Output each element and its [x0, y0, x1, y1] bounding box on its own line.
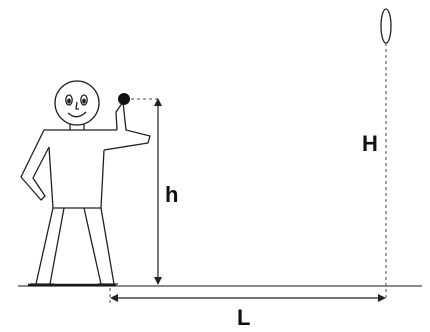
ball [118, 93, 130, 105]
person-head [54, 80, 100, 126]
h-label: h [165, 182, 178, 207]
person-figure [20, 80, 151, 285]
H-label: H [362, 131, 378, 156]
target-balloon [380, 8, 392, 44]
L-label: L [237, 305, 250, 327]
L-dimension-arrow [110, 294, 386, 302]
h-dimension-arrow [154, 98, 162, 285]
